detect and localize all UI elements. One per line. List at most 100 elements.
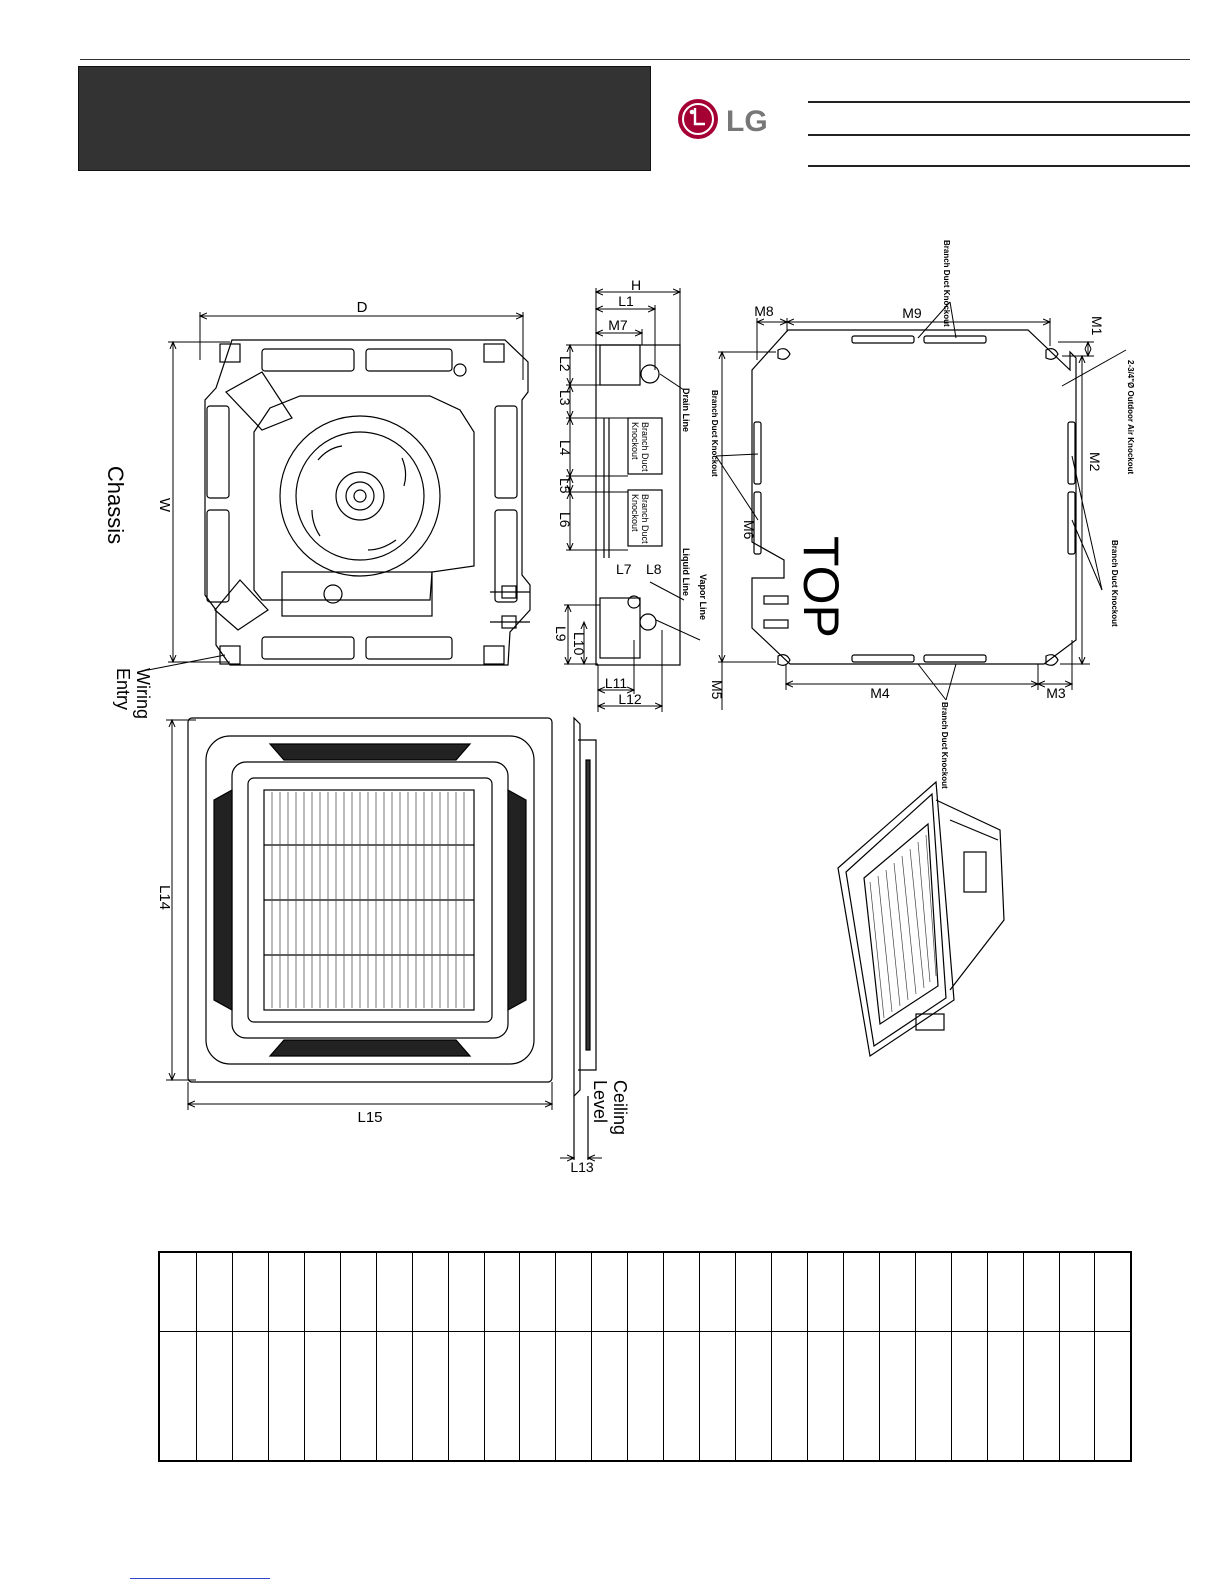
wiring-entry-line-2: Entry: [113, 668, 133, 710]
table-cell: [303, 1251, 341, 1332]
table-row: [158, 1331, 1132, 1462]
table-cell: [699, 1251, 737, 1332]
front-dimensions: [147, 312, 523, 671]
footer-link-underline[interactable]: [130, 1578, 270, 1579]
specifications-table: [158, 1251, 1132, 1462]
dim-L7: L7: [616, 561, 632, 577]
info-line-1: [808, 101, 1190, 103]
table-cell: [555, 1331, 593, 1462]
dim-L2: L2: [557, 356, 573, 372]
side-view-knockout-text: Branch Duct Knockout Branch Duct Knockou…: [630, 422, 650, 544]
grille-side-view: [573, 716, 597, 1160]
svg-text:Knockout: Knockout: [630, 422, 640, 460]
outdoor-air-knockout-label: 2-3/4"Ø Outdoor Air Knockout: [1126, 360, 1135, 475]
branch-duct-label-bottom: Branch Duct Knockout: [940, 702, 949, 789]
table-cell: [627, 1331, 665, 1462]
table-cell: [1094, 1331, 1132, 1462]
table-cell: [375, 1251, 413, 1332]
table-header-row: [158, 1251, 1132, 1332]
table-cell: [158, 1331, 197, 1462]
table-cell: [411, 1331, 449, 1462]
table-cell: [771, 1331, 808, 1462]
table-cell: [842, 1251, 880, 1332]
side-view: [595, 344, 681, 666]
lg-logo: LG: [678, 99, 768, 139]
table-cell: [878, 1251, 916, 1332]
table-cell: [411, 1251, 449, 1332]
liquid-line-label: Liquid Line: [681, 548, 691, 596]
svg-text:Branch Duct: Branch Duct: [640, 422, 650, 472]
table-cell: [483, 1251, 521, 1332]
ceiling-level-line-1: Ceiling: [610, 1080, 630, 1135]
drain-line-label: Drain Line: [681, 388, 691, 432]
table-cell: [627, 1251, 665, 1332]
dim-L3: L3: [557, 390, 573, 406]
table-cell: [914, 1331, 952, 1462]
table-cell: [950, 1251, 988, 1332]
table-cell: [986, 1251, 1024, 1332]
table-cell: [483, 1331, 521, 1462]
table-cell: [339, 1331, 377, 1462]
dim-L12: L12: [618, 691, 642, 707]
dim-M8: M8: [754, 303, 774, 319]
dim-M2: M2: [1087, 452, 1103, 472]
table-cell: [986, 1331, 1024, 1462]
side-dimensions: [564, 288, 701, 712]
table-cell: [842, 1331, 880, 1462]
chassis-front-view: [204, 339, 531, 666]
dim-W: W: [156, 498, 173, 513]
table-cell: [771, 1251, 808, 1332]
dim-M4: M4: [870, 685, 890, 701]
vapor-line-label: Vapor Line: [698, 574, 708, 620]
info-line-3: [808, 165, 1190, 167]
table-cell: [1022, 1251, 1060, 1332]
dim-M3: M3: [1046, 685, 1066, 701]
dim-L15: L15: [357, 1109, 382, 1126]
table-cell: [591, 1251, 629, 1332]
lg-logo-text: LG: [726, 105, 768, 138]
table-cell: [1094, 1251, 1132, 1332]
branch-duct-label-top: Branch Duct Knockout: [942, 240, 951, 327]
table-cell: [196, 1251, 233, 1332]
table-cell: [1058, 1331, 1096, 1462]
table-cell: [1058, 1251, 1096, 1332]
svg-text:Branch Duct: Branch Duct: [640, 494, 650, 544]
dim-L9: L9: [553, 626, 569, 642]
table-cell: [591, 1331, 629, 1462]
table-cell: [158, 1251, 197, 1332]
table-cell: [663, 1331, 701, 1462]
dim-L11: L11: [605, 675, 628, 691]
table-cell: [267, 1251, 305, 1332]
table-cell: [196, 1331, 233, 1462]
dim-L5: L5: [557, 478, 573, 494]
table-cell: [231, 1331, 269, 1462]
top-dimensions: [715, 301, 1127, 710]
grille-front-view: [187, 717, 553, 1083]
table-cell: [519, 1251, 557, 1332]
table-cell: [699, 1331, 737, 1462]
top-view-callouts: Branch Duct Knockout Branch Duct Knockou…: [710, 240, 1135, 789]
table-cell: [1022, 1331, 1060, 1462]
dim-M9: M9: [902, 305, 922, 321]
dim-M1: M1: [1089, 316, 1105, 336]
table-cell: [519, 1331, 557, 1462]
table-cell: [267, 1331, 305, 1462]
dim-M6: M6: [741, 520, 757, 540]
dim-M7: M7: [608, 317, 628, 333]
dimension-drawing: D W Chassis Wiring Entry Branch Duct Kno…: [103, 240, 1135, 1175]
branch-duct-label-left: Branch Duct Knockout: [710, 390, 719, 477]
table-cell: [878, 1331, 916, 1462]
dim-L14: L14: [156, 885, 173, 910]
table-cell: [806, 1331, 844, 1462]
table-cell: [735, 1331, 772, 1462]
table-cell: [806, 1251, 844, 1332]
dim-L13: L13: [570, 1159, 594, 1175]
info-line-2: [808, 134, 1190, 136]
dim-H: H: [631, 277, 641, 293]
chassis-label: Chassis: [103, 466, 128, 544]
table-cell: [447, 1331, 485, 1462]
ceiling-level-label: Ceiling Level: [590, 1080, 630, 1135]
table-cell: [339, 1251, 377, 1332]
ceiling-level-line-2: Level: [590, 1080, 610, 1123]
grille-louvers: [271, 792, 465, 1008]
